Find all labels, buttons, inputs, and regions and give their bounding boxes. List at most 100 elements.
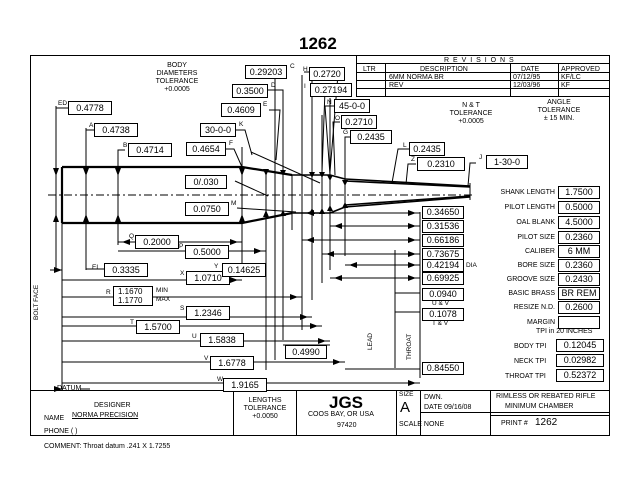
label-datum: DATUM xyxy=(57,385,82,392)
label-t: T xyxy=(130,319,134,326)
label-y: Y xyxy=(214,263,219,270)
dim-r-box: 1.1670 1.1770 xyxy=(113,286,153,306)
dim-v2: 0.4990 xyxy=(285,345,327,359)
spec-value: 1.7500 xyxy=(558,186,600,199)
name-label: NAME xyxy=(44,415,65,422)
spec-value: 0.2360 xyxy=(558,231,600,244)
dim-n: 45-0-0 xyxy=(334,99,370,113)
label-s: S xyxy=(180,305,185,312)
label-g: G xyxy=(343,129,349,136)
description-line-2: MINIMUM CHAMBER xyxy=(505,403,574,410)
dim-r1: 0.34650 xyxy=(422,206,464,219)
label-w: W xyxy=(217,376,224,383)
dim-r5: 0.42194 xyxy=(422,259,464,272)
dim-e: 0.4609 xyxy=(221,103,261,117)
dim-r7: 0.0940 xyxy=(422,288,464,301)
revisions-header: R E V I S I O N S xyxy=(444,57,515,64)
dim-j: 1-30-0 xyxy=(486,155,528,169)
dim-x: 1.0710 xyxy=(186,271,230,285)
rev-row-1-appr: KF/LC xyxy=(561,74,581,81)
rev-col-desc: DESCRIPTION xyxy=(420,66,468,73)
label-lead: LEAD xyxy=(367,333,374,350)
dim-r-max: 1.1770 xyxy=(118,296,143,305)
dim-y: 0.14625 xyxy=(222,263,266,277)
tpi-value: 0.52372 xyxy=(556,369,604,382)
label-z: Z xyxy=(411,156,415,163)
dim-a: 0.4738 xyxy=(94,123,138,137)
dim-throat-length: 0.84550 xyxy=(422,362,464,375)
label-min: MIN xyxy=(156,287,168,294)
description-line-1: RIMLESS OR REBATED RIFLE xyxy=(496,393,596,400)
label-b: B xyxy=(123,142,128,149)
name-value: NORMA PRECISION xyxy=(72,412,139,419)
spec-label: SHANK LENGTH xyxy=(500,189,555,196)
label-n: N xyxy=(327,99,332,106)
tpi-header: TPI in 20 INCHES xyxy=(536,328,593,335)
label-f: F xyxy=(229,140,233,147)
tpi-value: 0.02982 xyxy=(556,354,604,367)
city-text: COOS BAY, OR USA xyxy=(308,411,374,418)
label-o: O xyxy=(335,115,341,122)
dim-el: 0.3335 xyxy=(104,263,148,277)
label-c: C xyxy=(290,63,295,70)
dim-z: 0.2310 xyxy=(417,157,465,171)
label-u: U xyxy=(192,333,197,340)
dim-r6: 0.69925 xyxy=(422,272,464,285)
dim-w: 1.9165 xyxy=(223,378,267,392)
spec-label: BASIC BRASS xyxy=(508,290,555,297)
label-d: D xyxy=(271,82,276,89)
spec-value: 0.2600 xyxy=(558,301,600,314)
dim-k: 30-0-0 xyxy=(200,123,236,137)
dim-i: 0.27194 xyxy=(310,83,352,97)
dim-v: 1.6778 xyxy=(210,356,254,370)
label-tv: T & V xyxy=(432,320,449,327)
rev-row-2-date: 12/03/96 xyxy=(513,82,541,89)
spec-label: MARGIN xyxy=(527,319,555,326)
dim-r3: 0.66186 xyxy=(422,234,464,247)
label-bolt-face: BOLT FACE xyxy=(33,284,40,320)
print-label: PRINT # xyxy=(501,420,528,427)
dim-m: 0.0750 xyxy=(185,202,229,216)
dim-r8: 0.1078 xyxy=(422,308,464,321)
scale-label: SCALE NONE xyxy=(399,421,445,428)
designer-label: DESIGNER xyxy=(94,402,131,409)
spec-value: 6 MM xyxy=(558,245,600,258)
spec-value: 0.2430 xyxy=(558,273,600,286)
label-ed: ED xyxy=(58,100,68,107)
rev-row-1-desc: 6MM NORMA BR xyxy=(389,74,444,81)
label-e: E xyxy=(263,101,268,108)
dim-g: 0.2435 xyxy=(350,130,392,144)
rev-col-approved: APPROVED xyxy=(561,66,600,73)
tpi-value: 0.12045 xyxy=(556,339,604,352)
label-p: P xyxy=(179,243,184,250)
spec-value xyxy=(558,316,600,329)
tpi-label: THROAT TPI xyxy=(505,373,546,380)
spec-label: RESIZE N.D. xyxy=(513,304,555,311)
dwn-label: DWN. xyxy=(424,394,443,401)
rev-col-ltr: LTR xyxy=(363,66,376,73)
dim-h: 0.2720 xyxy=(309,67,345,81)
dim-f: 0.4654 xyxy=(186,142,226,156)
label-r: R xyxy=(106,289,111,296)
dim-o: 0.2710 xyxy=(341,115,377,129)
tpi-label: NECK TPI xyxy=(514,358,547,365)
dim-l: 0.2435 xyxy=(409,142,445,156)
spec-label: GROOVE SIZE xyxy=(506,276,555,283)
drawing-title: 1262 xyxy=(299,34,337,53)
label-i: I xyxy=(304,83,306,90)
label-v: V xyxy=(204,355,209,362)
label-m: M xyxy=(231,200,237,207)
spec-value: 0.5000 xyxy=(558,201,600,214)
spec-label: PILOT LENGTH xyxy=(504,204,555,211)
spec-label: BORE SIZE xyxy=(517,262,555,269)
label-dia: DIA xyxy=(466,262,477,269)
dim-r-min: 1.1670 xyxy=(118,287,143,296)
label-a: A xyxy=(89,122,94,129)
label-l: L xyxy=(403,142,407,149)
dim-d: 0.3500 xyxy=(232,84,268,98)
phone-label: PHONE ( ) xyxy=(44,428,78,435)
label-h: H xyxy=(303,66,308,73)
dim-r2: 0.31536 xyxy=(422,220,464,233)
